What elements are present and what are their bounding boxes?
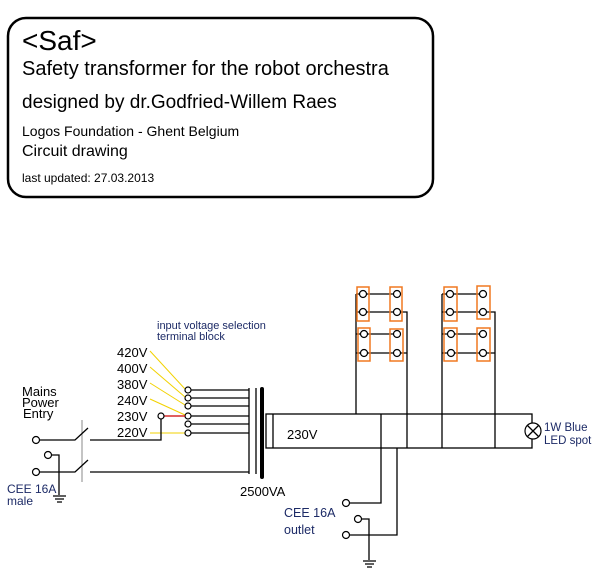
output-terminal-blocks — [355, 285, 496, 414]
outlet-earth-pin — [353, 514, 363, 524]
terminal-block — [443, 327, 458, 362]
outlet-label-2: outlet — [284, 523, 315, 537]
voltage-label: 400V — [117, 361, 148, 376]
voltage-label: 420V — [117, 345, 148, 360]
terminal-block — [356, 286, 370, 322]
mains-label-3: Entry — [23, 406, 54, 421]
mains-label-2: Power — [22, 395, 60, 410]
title-frame — [6, 16, 435, 199]
terminal-block — [389, 286, 403, 322]
jumper-terminal — [157, 412, 165, 420]
outlet-pin — [341, 498, 351, 508]
outlet — [341, 448, 398, 568]
terminal-block-label-1: input voltage selection — [157, 320, 266, 332]
terminal-block — [389, 328, 404, 362]
title-block: <Saf> Safety transformer for the robot o… — [6, 16, 435, 199]
inlet-pin — [31, 467, 41, 477]
voltage-label: 220V — [117, 425, 148, 440]
mains-label-1: Mains — [22, 384, 57, 399]
designer: designed by dr.Godfried-Willem Raes — [22, 92, 337, 113]
inlet-earth-pin — [43, 450, 53, 460]
voltage-label: 230V — [117, 409, 148, 424]
doc-type: Circuit drawing — [22, 143, 128, 160]
secondary-voltage: 230V — [287, 427, 318, 442]
ground-icon — [53, 495, 66, 503]
primary-taps — [184, 386, 257, 474]
terminal-block — [476, 285, 491, 320]
voltage-label: 380V — [117, 377, 148, 392]
last-updated: last updated: 27.03.2013 — [22, 171, 154, 185]
voltage-label: 240V — [117, 393, 148, 408]
tap-terminal — [184, 402, 192, 410]
tap-terminal — [184, 386, 192, 394]
secondary-bus: 230V — [265, 413, 533, 449]
inlet-label-2: male — [7, 494, 33, 508]
tap-terminal — [184, 412, 192, 420]
inlet-label-1: CEE 16A — [7, 482, 56, 496]
drawing-title: Safety transformer for the robot orchest… — [22, 58, 390, 80]
lamp-icon — [524, 422, 542, 440]
organization: Logos Foundation - Ghent Belgium — [22, 123, 239, 139]
tap-terminal — [184, 429, 192, 437]
lamp-label-1: 1W Blue — [544, 422, 587, 434]
terminal-block — [443, 286, 458, 322]
mains-switch — [31, 419, 249, 503]
tap-terminal — [184, 420, 192, 428]
outlet-label-1: CEE 16A — [284, 506, 336, 520]
terminal-block-label-2: terminal block — [157, 331, 225, 343]
transformer-rating: 2500VA — [240, 484, 286, 499]
inlet-pin — [31, 435, 41, 445]
terminal-block — [476, 327, 491, 362]
outlet-pin — [341, 530, 351, 540]
terminal-block — [357, 327, 371, 362]
drawing-code: <Saf> — [22, 25, 97, 56]
lamp-label-2: LED spot — [544, 435, 592, 447]
voltage-labels: 420V 400V 380V 240V 230V 220V — [117, 345, 148, 440]
tap-terminal — [184, 394, 192, 402]
ground-icon — [363, 560, 376, 568]
voltage-leaders — [149, 350, 186, 434]
